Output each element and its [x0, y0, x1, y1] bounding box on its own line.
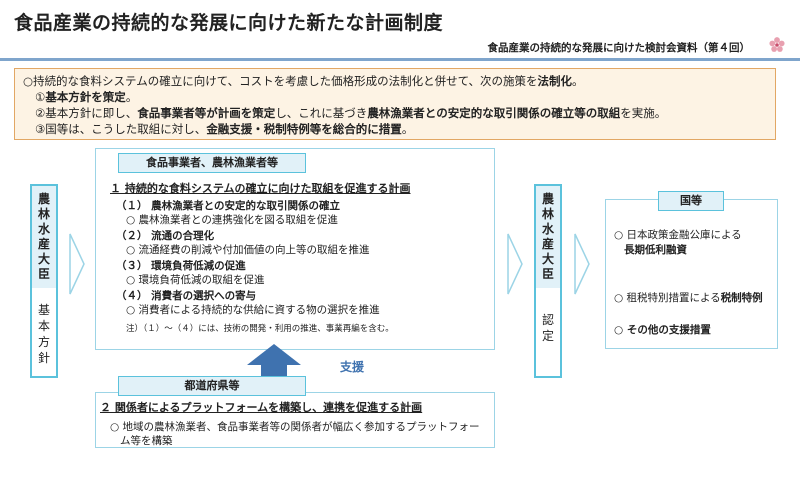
chevron-right-icon: [574, 233, 590, 295]
prefecture-plan-title: ２ 関係者によるプラットフォームを構築し、連携を促進する計画: [100, 401, 423, 414]
business-item-3-label: （３） 環境負荷低減の促進: [116, 260, 246, 272]
business-item-4-label: （４） 消費者の選択への寄与: [116, 290, 257, 302]
summary-line-1: ○持続的な食料システムの確立に向けて、コストを考慮した価格形成の法制化と併せて、…: [23, 74, 584, 88]
summary-line-4: ③国等は、こうした取組に対し、金融支援・税制特例等を総合的に措置。: [35, 122, 414, 136]
business-item-1-detail: ○ 農林漁業者との連携強化を図る取組を促進: [126, 214, 338, 226]
government-item-3: ○ その他の支援措置: [614, 324, 711, 336]
summary-line-2: ①基本方針を策定。: [35, 90, 138, 104]
approval-label: 認 定: [541, 313, 554, 343]
header-divider: [0, 58, 800, 61]
minister-right-header: 農 林 水 産 大 臣: [536, 186, 560, 288]
business-item-1-label: （１） 農林漁業者との安定的な取引関係の確立: [116, 200, 341, 212]
government-item-1: ○ 日本政策金融公庫による 長期低利融資: [614, 229, 742, 256]
prefecture-plan-detail-2: ム等を構築: [120, 435, 173, 447]
summary-line-3: ②基本方針に即し、食品事業者等が計画を策定し、これに基づき農林漁業者との安定的な…: [35, 106, 667, 120]
minister-left-header: 農 林 水 産 大 臣: [32, 186, 56, 288]
summary-box: ○持続的な食料システムの確立に向けて、コストを考慮した価格形成の法制化と併せて、…: [14, 68, 776, 140]
government-item-2: ○ 租税特別措置による税制特例: [614, 292, 763, 304]
page-title: 食品産業の持続的な発展に向けた新たな計画制度: [14, 12, 444, 34]
business-item-3-detail: ○ 環境負荷低減の取組を促進: [126, 274, 265, 286]
arrow-up-icon: [247, 344, 301, 378]
prefecture-plan-detail-1: ○ 地域の農林漁業者、食品事業者等の関係者が幅広く参加するプラットフォー: [110, 421, 480, 433]
government-tag: 国等: [658, 191, 724, 211]
business-plan-title: １ 持続的な食料システムの確立に向けた取組を促進する計画: [110, 182, 411, 195]
business-item-2-detail: ○ 流通経費の削減や付加価値の向上等の取組を推進: [126, 244, 370, 256]
support-label: 支援: [340, 360, 365, 374]
business-plan-box: [95, 148, 495, 350]
business-item-4-detail: ○ 消費者による持続的な供給に資する物の選択を推進: [126, 304, 380, 316]
business-plan-note: 注）（１）～（４）には、技術の開発・利用の推進、事業再編を含む。: [126, 324, 394, 334]
business-item-2-label: （２） 流通の合理化: [116, 230, 215, 242]
business-operators-tag: 食品事業者、農林漁業者等: [118, 153, 306, 173]
minister-right-box: 農 林 水 産 大 臣 認 定: [534, 184, 562, 378]
chevron-right-icon: [69, 233, 85, 295]
document-source: 食品産業の持続的な発展に向けた検討会資料（第４回）: [487, 42, 751, 54]
sakura-mark-icon: [769, 37, 785, 52]
prefecture-tag: 都道府県等: [118, 376, 306, 396]
basic-policy-label: 基 本 方 針: [37, 303, 50, 365]
minister-left-box: 農 林 水 産 大 臣 基 本 方 針: [30, 184, 58, 378]
chevron-right-icon: [507, 233, 523, 295]
